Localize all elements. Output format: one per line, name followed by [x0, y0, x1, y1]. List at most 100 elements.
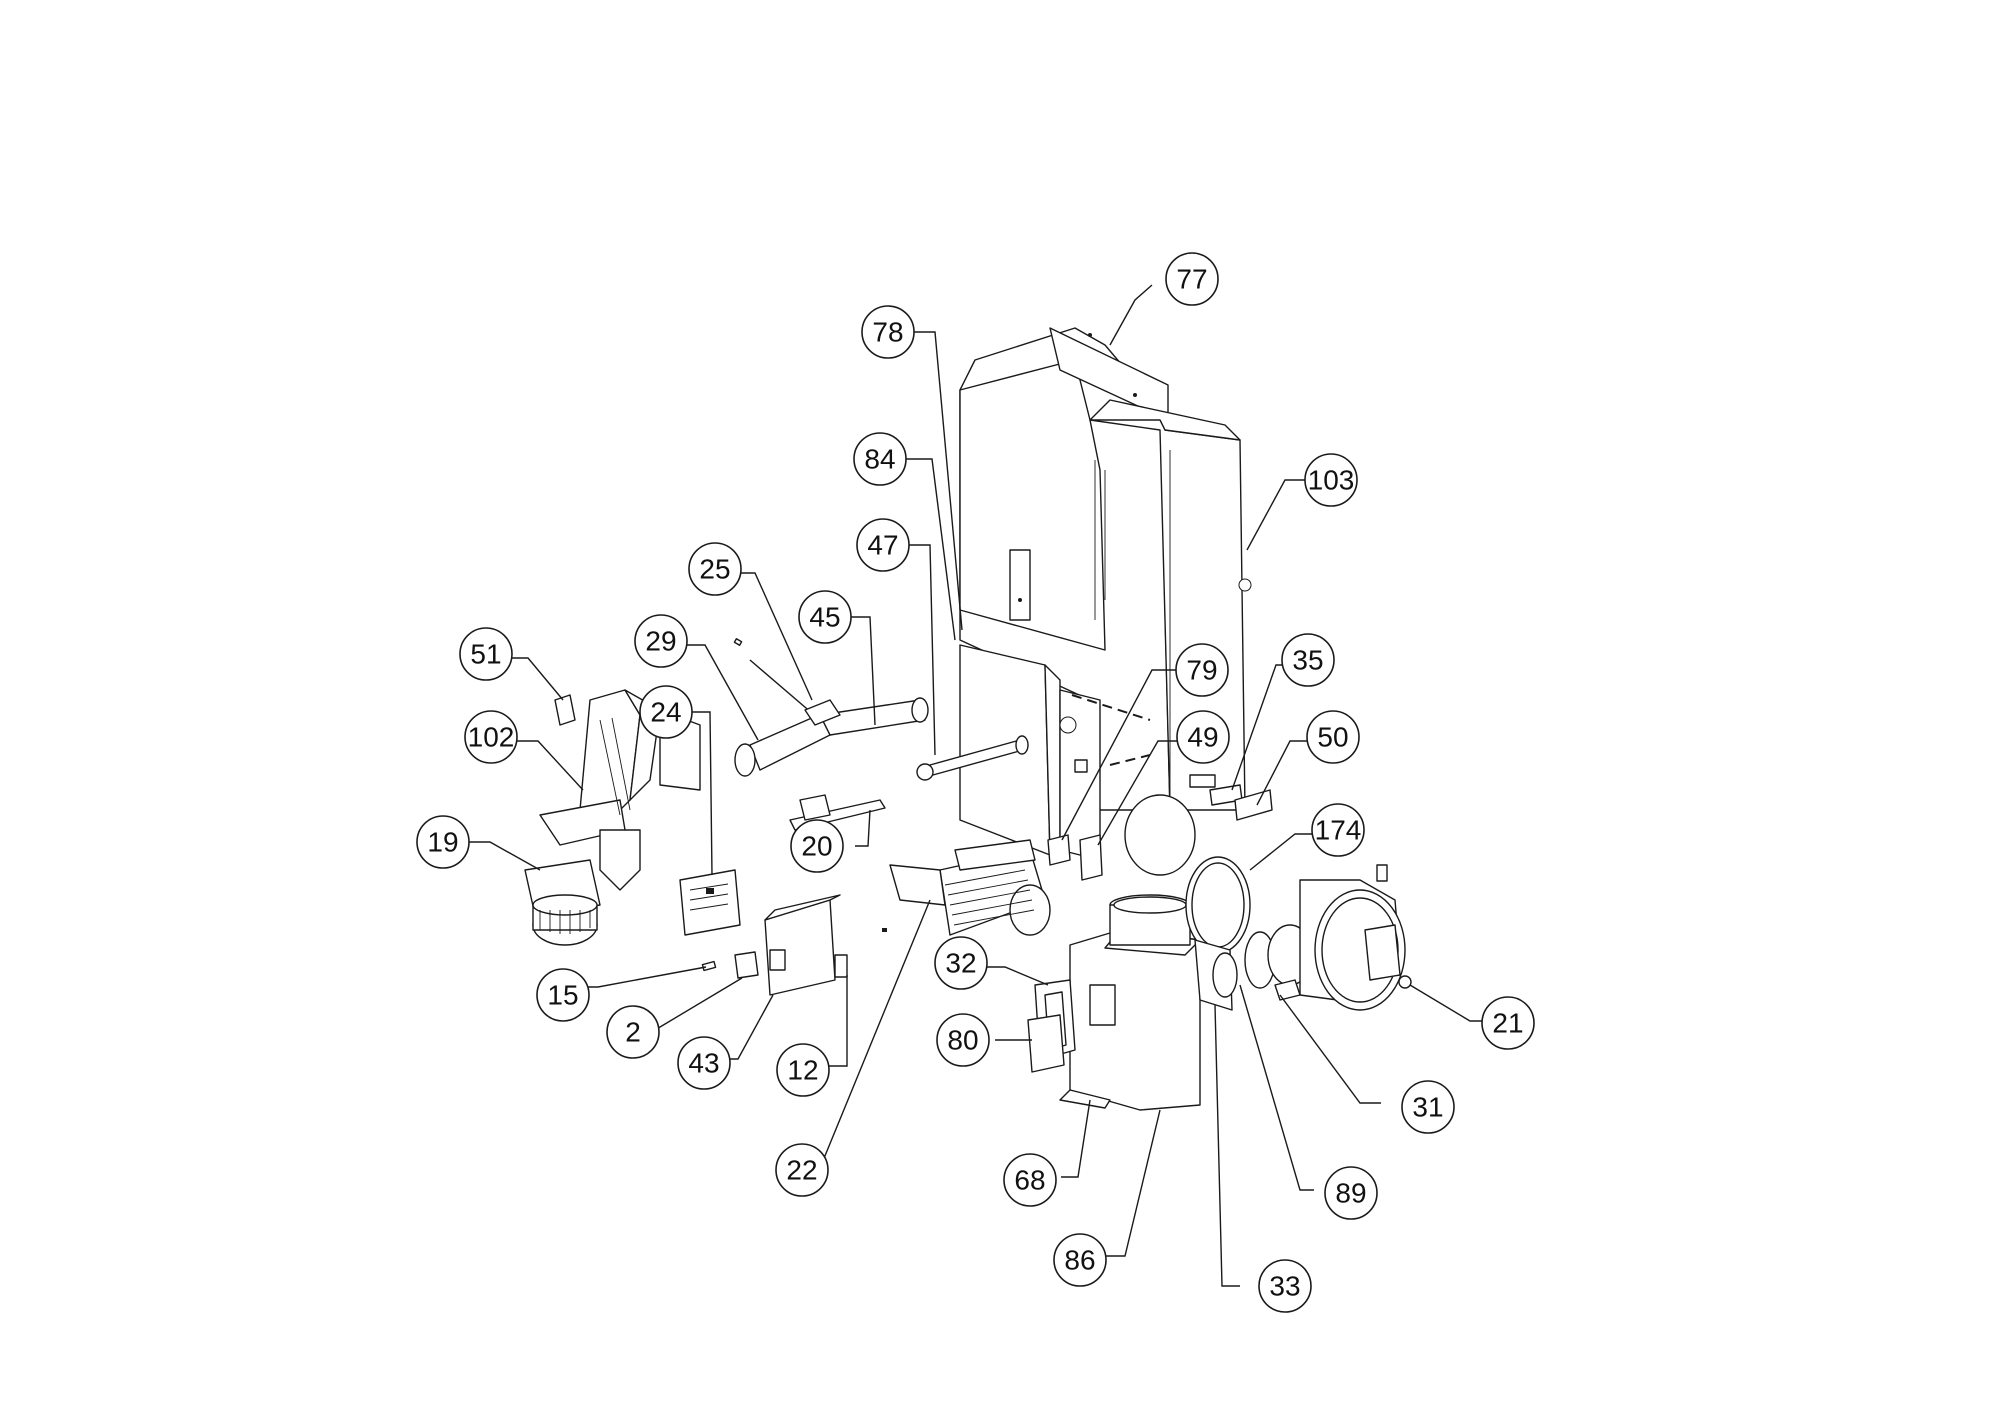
svg-text:78: 78 [872, 317, 903, 348]
svg-text:21: 21 [1492, 1008, 1523, 1039]
callout-86: 86 [1053, 1233, 1107, 1287]
leader-43 [722, 994, 774, 1060]
callout-102: 102 [464, 710, 518, 764]
svg-text:68: 68 [1014, 1165, 1045, 1196]
leader-31 [1279, 994, 1381, 1104]
part-tangential-fan [889, 839, 1051, 936]
svg-text:84: 84 [864, 444, 895, 475]
callout-22: 22 [775, 1143, 829, 1197]
leader-49 [1097, 740, 1177, 846]
svg-text:20: 20 [801, 831, 832, 862]
callout-25: 25 [688, 542, 742, 596]
leader-20 [855, 809, 871, 847]
callout-68: 68 [1003, 1153, 1057, 1207]
callout-43: 43 [677, 1036, 731, 1090]
svg-text:31: 31 [1412, 1092, 1443, 1123]
part-inspection-plates [1027, 979, 1076, 1073]
part-control-board [679, 869, 741, 936]
callout-103: 103 [1304, 453, 1358, 507]
leader-89 [1239, 984, 1314, 1191]
leader-68 [1061, 1099, 1091, 1178]
leader-29 [687, 644, 759, 741]
leader-24 [692, 711, 713, 876]
svg-text:25: 25 [699, 554, 730, 585]
part-burner-tubes [733, 638, 1029, 831]
svg-text:33: 33 [1269, 1271, 1300, 1302]
svg-text:80: 80 [947, 1025, 978, 1056]
callout-80: 80 [936, 1013, 990, 1067]
leader-51 [512, 657, 564, 701]
leader-103 [1246, 479, 1305, 551]
callout-21: 21 [1481, 996, 1535, 1050]
callout-78: 78 [861, 305, 915, 359]
callout-33: 33 [1258, 1259, 1312, 1313]
callout-50: 50 [1306, 710, 1360, 764]
callout-32: 32 [934, 936, 988, 990]
svg-text:89: 89 [1335, 1178, 1366, 1209]
part-small-brackets [1047, 784, 1273, 881]
part-gear-motor [524, 859, 601, 946]
callout-49: 49 [1176, 710, 1230, 764]
callout-24: 24 [639, 685, 693, 739]
callout-77: 77 [1165, 252, 1219, 306]
leader-12 [829, 975, 848, 1067]
callout-47: 47 [856, 518, 910, 572]
svg-text:79: 79 [1186, 655, 1217, 686]
leader-79 [1061, 669, 1176, 841]
svg-text:50: 50 [1317, 722, 1348, 753]
leader-50 [1256, 740, 1307, 806]
leader-21 [1409, 984, 1492, 1022]
part-collector-box [1059, 794, 1201, 1111]
svg-text:32: 32 [945, 948, 976, 979]
callout-84: 84 [853, 432, 907, 486]
leader-84 [906, 458, 956, 641]
parts-artwork [524, 327, 1412, 1111]
part-exhaust-fan [1185, 856, 1412, 1011]
leader-77 [1109, 284, 1153, 346]
svg-text:47: 47 [867, 530, 898, 561]
svg-text:49: 49 [1187, 722, 1218, 753]
svg-text:103: 103 [1308, 465, 1355, 496]
leader-86 [1106, 1109, 1161, 1257]
leader-47 [909, 544, 936, 756]
leader-45 [851, 616, 876, 726]
leader-102 [517, 740, 584, 791]
svg-text:45: 45 [809, 602, 840, 633]
callout-bubbles: 77 78 84 103 47 25 45 29 51 79 35 102 49… [416, 252, 1535, 1313]
callout-12: 12 [776, 1043, 830, 1097]
svg-text:22: 22 [786, 1155, 817, 1186]
svg-text:12: 12 [787, 1055, 818, 1086]
svg-text:102: 102 [468, 722, 515, 753]
callout-19: 19 [416, 815, 470, 869]
callout-51: 51 [459, 627, 513, 681]
leader-32 [987, 966, 1049, 986]
leader-19 [469, 841, 541, 871]
svg-text:19: 19 [427, 827, 458, 858]
callout-29: 29 [634, 614, 688, 668]
svg-text:174: 174 [1315, 815, 1362, 846]
svg-text:35: 35 [1292, 645, 1323, 676]
leader-25 [741, 572, 813, 701]
svg-text:29: 29 [645, 626, 676, 657]
callout-20: 20 [790, 819, 844, 873]
callout-2: 2 [606, 1005, 660, 1059]
part-housing [959, 327, 1252, 811]
svg-text:86: 86 [1064, 1245, 1095, 1276]
part-electrical-box [701, 894, 887, 996]
leader-33 [1214, 1004, 1240, 1287]
callout-15: 15 [536, 968, 590, 1022]
svg-text:51: 51 [470, 639, 501, 670]
svg-text:24: 24 [650, 697, 681, 728]
leader-15 [579, 966, 707, 988]
callout-79: 79 [1175, 643, 1229, 697]
svg-text:77: 77 [1176, 264, 1207, 295]
callout-174: 174 [1311, 803, 1365, 857]
callout-89: 89 [1324, 1166, 1378, 1220]
callout-31: 31 [1401, 1080, 1455, 1134]
leader-174 [1249, 833, 1312, 871]
callout-45: 45 [798, 590, 852, 644]
part-panel [959, 644, 1151, 861]
svg-text:15: 15 [547, 980, 578, 1011]
svg-text:43: 43 [688, 1048, 719, 1079]
